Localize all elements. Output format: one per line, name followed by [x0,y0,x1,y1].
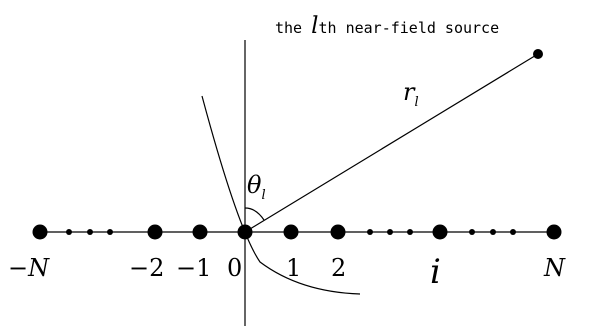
angle-arc [244,207,265,221]
near-field-source-point [533,49,543,59]
ellipsis-dot [510,229,516,235]
sensor-minus-1 [192,224,208,240]
ellipsis-dot [490,229,496,235]
ellipsis-dot [407,229,413,235]
label-two: 2 [331,254,346,282]
label-one: 1 [286,254,301,282]
ellipsis-dot [387,229,393,235]
sensor-n [546,224,562,240]
source-caption: the lth near-field source [275,13,499,39]
label-minus-1: −1 [176,254,211,282]
angle-label: θl [247,171,266,203]
sensor-0 [237,224,253,240]
source-ray [244,53,539,233]
ellipsis-dot [87,229,93,235]
distance-label: rl [403,78,419,110]
sensor-minus-2 [147,224,163,240]
wavefront-arc [201,95,361,295]
label-minus-2: −2 [129,254,164,282]
sensor-2 [330,224,346,240]
ellipsis-dot [66,229,72,235]
sensor-minus-n [32,224,48,240]
label-minus-n: −N [8,254,50,282]
ellipsis-dot [469,229,475,235]
sensor-i [432,224,448,240]
ellipsis-dot [367,229,373,235]
label-n: N [543,254,566,282]
sensor-1 [283,224,299,240]
label-i: i [430,252,441,292]
ellipsis-dot [107,229,113,235]
label-zero: 0 [227,254,242,282]
